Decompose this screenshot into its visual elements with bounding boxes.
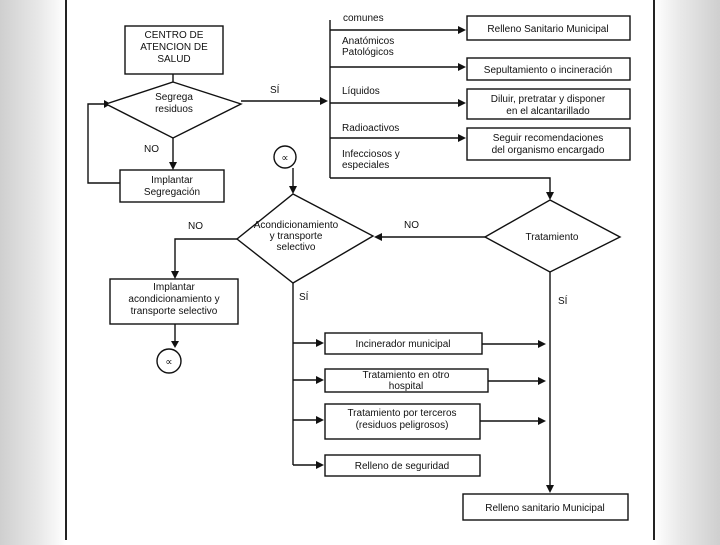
alpha-bottom-label: ∝ (165, 357, 172, 368)
destination-sepultamiento-label: Sepultamiento o incineración (484, 65, 612, 76)
treatment-relleno-seguridad: Relleno de seguridad (324, 454, 481, 477)
tratamiento-label: Tratamiento (526, 232, 579, 243)
category-liquidos: Líquidos (342, 86, 380, 97)
acond-si-label: SÍ (299, 290, 309, 303)
alpha-connector-top: ∝ (273, 145, 297, 169)
tratamiento-si-label: SÍ (558, 294, 568, 307)
alpha-top-label: ∝ (281, 153, 288, 164)
segrega-si-label: SÍ (270, 83, 280, 96)
destination-relleno: Relleno Sanitario Municipal (466, 15, 631, 41)
alpha-connector-bottom: ∝ (156, 348, 182, 374)
category-radioactivos: Radioactivos (342, 123, 399, 134)
treatment-incinerador-label: Incinerador municipal (355, 339, 450, 350)
treatment-terceros: Tratamiento por terceros(residuos peligr… (324, 403, 481, 440)
category-comunes: comunes (343, 13, 384, 24)
final-relleno-municipal: Relleno sanitario Municipal (462, 493, 629, 521)
acond-no-label: NO (188, 221, 203, 232)
destination-sepultamiento: Sepultamiento o incineración (466, 57, 631, 81)
treatment-incinerador: Incinerador municipal (324, 332, 483, 355)
destination-relleno-label: Relleno Sanitario Municipal (487, 24, 608, 35)
treatment-relleno-seguridad-label: Relleno de seguridad (355, 461, 450, 472)
tratamiento-no-label: NO (404, 220, 419, 231)
treatment-terceros-label: Tratamiento por terceros(residuos peligr… (347, 408, 456, 431)
connectors (87, 20, 554, 493)
final-label: Relleno sanitario Municipal (485, 503, 605, 514)
tratamiento-decision: Tratamiento (483, 199, 622, 273)
segrega-no-label: NO (144, 144, 159, 155)
